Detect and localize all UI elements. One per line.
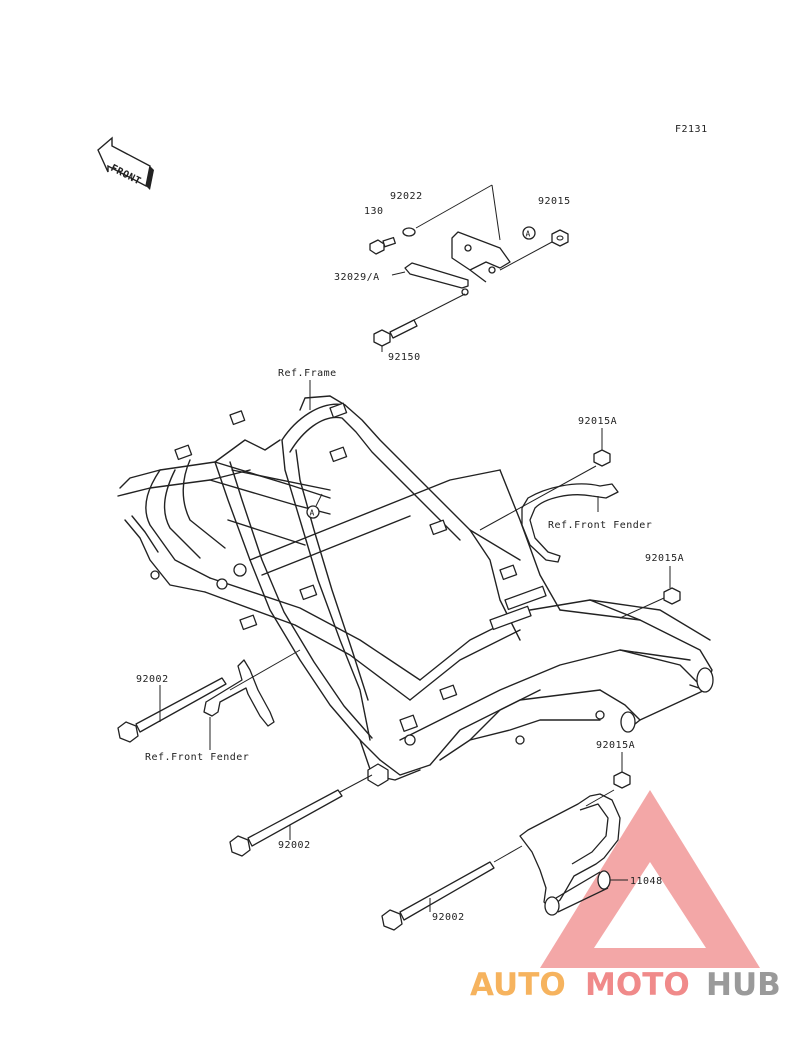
label-ref-frame: Ref.Frame <box>278 368 337 379</box>
label-11048: 11048 <box>630 876 663 887</box>
watermark-logo-triangle <box>540 790 760 968</box>
svg-text:A: A <box>526 230 531 239</box>
label-92015-top: 92015 <box>538 196 571 207</box>
label-92015a-2: 92015A <box>645 553 684 564</box>
label-92002-middle: 92002 <box>278 840 311 851</box>
label-130: 130 <box>364 206 384 217</box>
watermark-auto: AUTO <box>470 967 566 1003</box>
label-32029a: 32029/A <box>334 272 380 283</box>
figure-code: F2131 <box>675 124 708 135</box>
bolt-130-shape <box>369 236 396 255</box>
bottom-engine-mount-assembly <box>381 752 631 931</box>
bolt-92150-shape <box>373 319 418 347</box>
nut-92015-top-shape <box>551 229 569 247</box>
nut-92015a-3-shape <box>613 771 631 789</box>
label-92150: 92150 <box>388 352 421 363</box>
label-ref-front-fender-left: Ref.Front Fender <box>145 752 249 763</box>
label-92015a-3: 92015A <box>596 740 635 751</box>
label-92022: 92022 <box>390 191 423 202</box>
left-bolt-and-fender-bracket <box>117 649 301 750</box>
label-92002-bottom: 92002 <box>432 912 465 923</box>
nut-92015a-1-shape <box>593 449 611 467</box>
top-bracket-assembly: A <box>369 184 569 347</box>
bracket-plate-upper <box>451 231 511 271</box>
label-ref-front-fender-right: Ref.Front Fender <box>548 520 652 531</box>
front-direction-arrow: FRONT <box>97 136 154 190</box>
watermark-hub: HUB <box>706 967 781 1003</box>
watermark-moto: MOTO <box>585 967 690 1003</box>
watermark-wordmark: AUTO MOTO HUB <box>470 967 781 1003</box>
svg-text:A: A <box>310 509 315 518</box>
front-fender-bracket-right <box>479 428 619 563</box>
atv-frame: A <box>117 380 714 787</box>
label-92015a-1: 92015A <box>578 416 617 427</box>
middle-bolt-92002-shape <box>229 774 373 857</box>
label-92002-left: 92002 <box>136 674 169 685</box>
nut-92015a-2-shape <box>619 566 681 619</box>
nut-92022-shape <box>402 227 416 237</box>
bracket-plate-lower <box>404 262 469 289</box>
